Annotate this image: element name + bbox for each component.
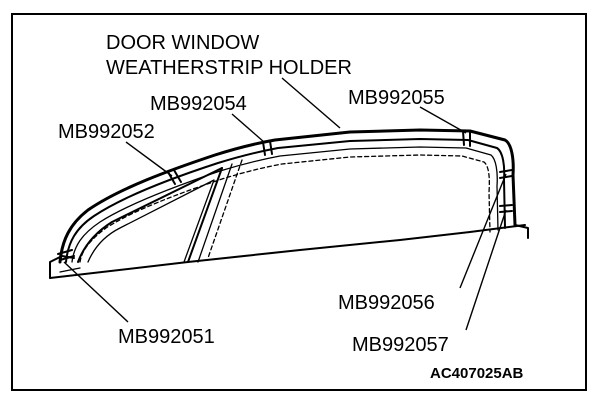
holder-inner-edge — [65, 138, 506, 263]
clip-markers — [57, 130, 513, 261]
leader-2052 — [125, 141, 173, 177]
leader-holder — [281, 77, 341, 129]
clip-2054 — [262, 140, 273, 156]
front-window-frame — [77, 167, 223, 263]
clip-2056 — [499, 169, 513, 179]
label-mb992054: MB992054 — [150, 93, 247, 115]
clip-2055 — [462, 130, 471, 147]
a-pillar-inner — [197, 163, 233, 263]
leader-2056 — [459, 173, 507, 289]
label-mb992057: MB992057 — [352, 334, 449, 356]
beltline — [49, 224, 526, 279]
title-line2: WEATHERSTRIP HOLDER — [106, 57, 352, 79]
label-mb992056: MB992056 — [338, 292, 435, 314]
figure-code: AC407025AB — [430, 365, 524, 382]
leader-2057 — [465, 209, 507, 331]
label-mb992051: MB992051 — [118, 326, 215, 348]
front-window-glass-inner — [87, 179, 215, 263]
leader-2054 — [231, 113, 265, 143]
door-illustration — [49, 128, 529, 279]
a-pillar-dashed — [207, 159, 243, 259]
label-mb992055: MB992055 — [348, 87, 445, 109]
clip-2051 — [57, 249, 75, 261]
leader-2051 — [63, 261, 129, 323]
a-pillar — [187, 167, 223, 263]
leader-lines — [63, 77, 507, 331]
leader-2055 — [419, 106, 467, 134]
rear-body-stub — [514, 224, 529, 239]
diagram-frame — [11, 13, 587, 391]
title-line1: DOOR WINDOW — [106, 32, 259, 54]
holder-lip-dashed — [79, 154, 491, 263]
holder-outer-edge — [58, 128, 517, 264]
beltline-lower — [59, 267, 81, 273]
label-mb992052: MB992052 — [58, 121, 155, 143]
